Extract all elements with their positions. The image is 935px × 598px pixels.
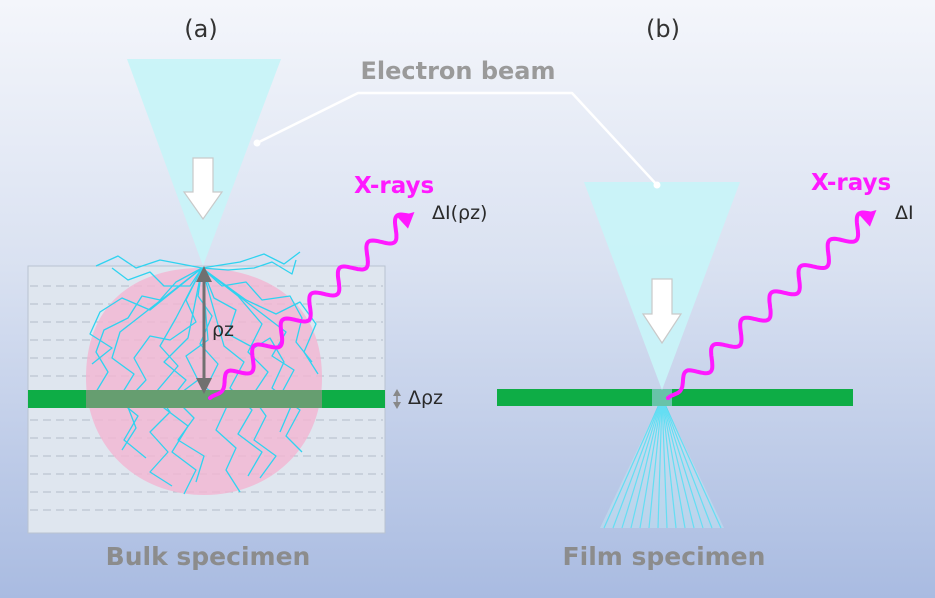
xray-wave-b [666,210,874,400]
callout-dot-b [653,181,661,189]
analysed-layer-a [28,390,385,408]
callout-leader-line [256,91,658,186]
depth-arrow-rhoz [196,266,212,394]
delta-i-label: ΔI [895,202,914,224]
xrays-label-a: X-rays [354,173,434,199]
film-specimen-label: Film specimen [563,542,766,571]
xray-arrowhead-b [859,209,877,227]
panel-label-b: (b) [646,15,680,43]
film-layer-b [497,389,853,406]
xray-arrowhead-a [397,211,415,229]
xray-wave-a [208,212,412,400]
callout-dot-a [253,139,261,147]
beam-down-arrow-a [182,157,224,221]
beam-down-arrow-b [641,278,683,345]
panel-a: ρz Δρz X-rays ΔI(ρz) Bulk specimen (a) [27,15,487,571]
electron-beam-callout: Electron beam [253,57,661,189]
bulk-specimen-label: Bulk specimen [106,542,311,571]
electron-beam-label: Electron beam [360,57,555,85]
delta-rhoz-arrow [393,389,401,409]
panel-b: X-rays ΔI Film specimen (b) [497,15,914,571]
transmitted-electron-fan [603,397,722,529]
film-beam-spot [652,389,672,406]
delta-i-rhoz-label: ΔI(ρz) [432,202,487,224]
delta-rhoz-label: Δρz [408,387,443,409]
panel-label-a: (a) [184,15,217,43]
analysed-layer-overlay [86,390,322,408]
transmitted-beam-shade [600,398,724,528]
xrays-label-b: X-rays [811,170,891,196]
rhoz-label: ρz [212,319,234,341]
